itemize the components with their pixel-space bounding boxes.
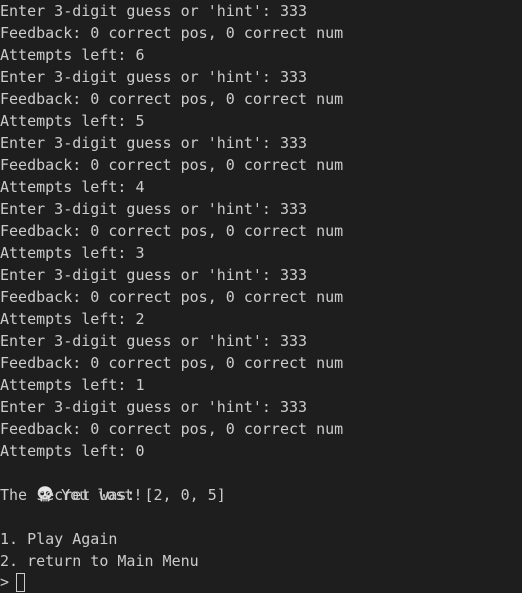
log-line: Attempts left: 4	[0, 178, 145, 196]
log-line: Enter 3-digit guess or 'hint': 333	[0, 68, 308, 86]
log-line: Attempts left: 1	[0, 376, 145, 394]
log-line: Feedback: 0 correct pos, 0 correct num	[0, 288, 344, 306]
text-cursor	[16, 572, 25, 592]
log-line: Attempts left: 6	[0, 46, 145, 64]
log-line: Feedback: 0 correct pos, 0 correct num	[0, 222, 344, 240]
result-text: You lost!	[61, 486, 143, 504]
log-line: Feedback: 0 correct pos, 0 correct num	[0, 90, 344, 108]
log-line: Attempts left: 0	[0, 442, 145, 460]
log-line: Attempts left: 2	[0, 310, 145, 328]
log-line: Enter 3-digit guess or 'hint': 333	[0, 398, 308, 416]
input-prompt[interactable]: >	[0, 571, 25, 593]
log-line: Feedback: 0 correct pos, 0 correct num	[0, 156, 344, 174]
skull-icon	[37, 486, 53, 502]
log-line: Enter 3-digit guess or 'hint': 333	[0, 2, 308, 20]
menu-item-main-menu: 2. return to Main Menu	[0, 552, 199, 570]
log-line: Attempts left: 5	[0, 112, 145, 130]
log-line: Feedback: 0 correct pos, 0 correct num	[0, 24, 344, 42]
prompt-symbol: >	[0, 573, 10, 591]
menu-item-play-again: 1. Play Again	[0, 530, 118, 548]
log-line: Enter 3-digit guess or 'hint': 333	[0, 200, 308, 218]
log-line: Enter 3-digit guess or 'hint': 333	[0, 332, 308, 350]
log-line: Feedback: 0 correct pos, 0 correct num	[0, 354, 344, 372]
secret-line: The secret was: [2, 0, 5]	[0, 486, 226, 504]
log-line: Feedback: 0 correct pos, 0 correct num	[0, 420, 344, 438]
log-line: Enter 3-digit guess or 'hint': 333	[0, 266, 308, 284]
log-line: Attempts left: 3	[0, 244, 145, 262]
result-line: You lost!	[0, 462, 142, 504]
log-line: Enter 3-digit guess or 'hint': 333	[0, 134, 308, 152]
